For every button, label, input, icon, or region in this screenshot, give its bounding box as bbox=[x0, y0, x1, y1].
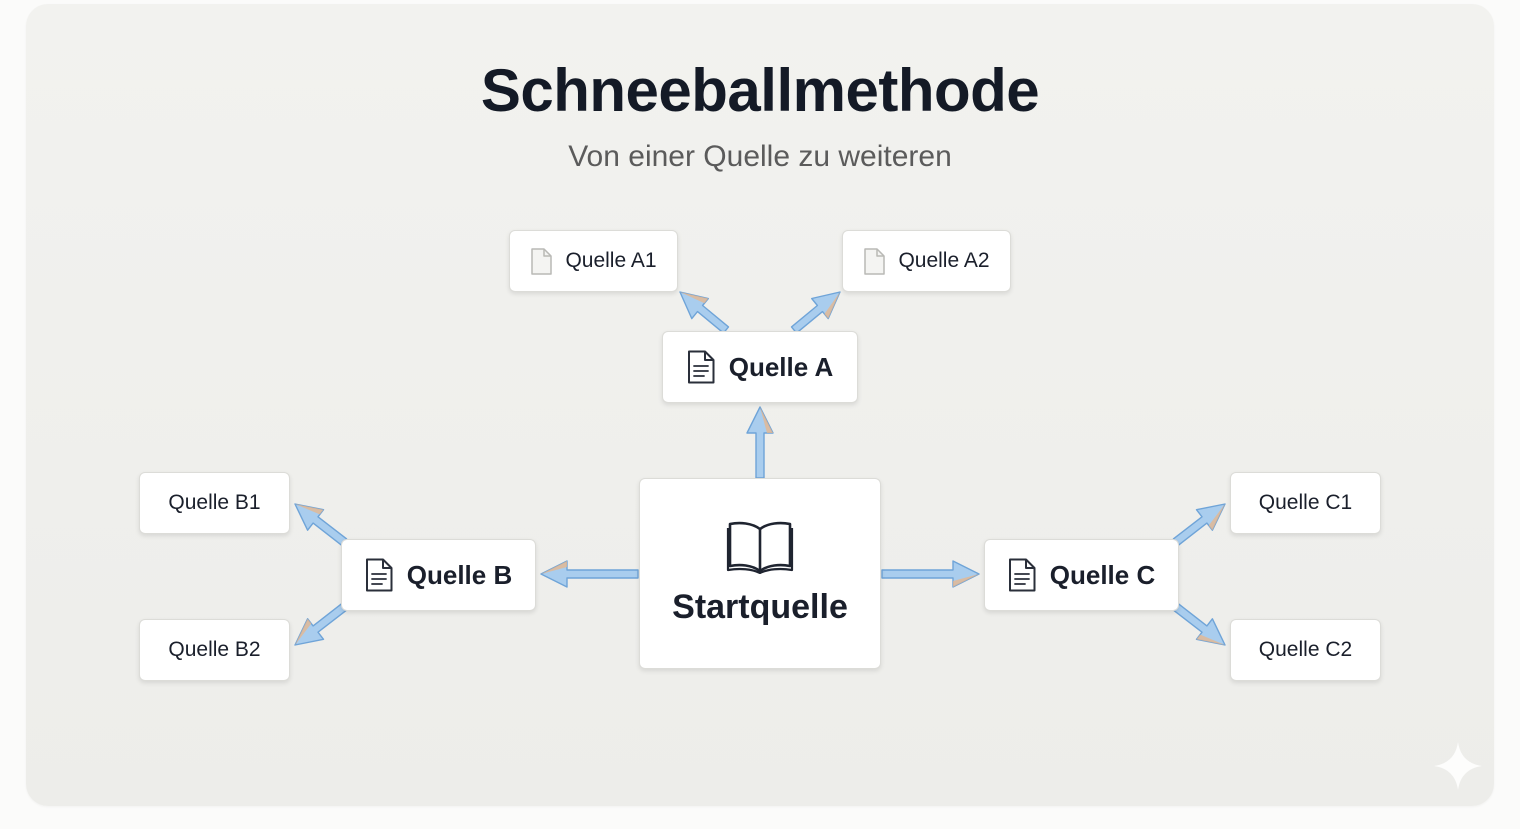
source-node-b[interactable]: Quelle B bbox=[341, 539, 536, 611]
diagram-subtitle: Von einer Quelle zu weiteren bbox=[568, 140, 952, 173]
source-node-c2[interactable]: Quelle C2 bbox=[1230, 619, 1381, 681]
blank-document-icon bbox=[531, 247, 553, 275]
source-label-b1: Quelle B1 bbox=[168, 491, 261, 514]
source-node-a[interactable]: Quelle A bbox=[662, 331, 858, 403]
start-source-label: Startquelle bbox=[672, 588, 848, 626]
source-node-a2[interactable]: Quelle A2 bbox=[842, 230, 1011, 292]
source-label-c2: Quelle C2 bbox=[1258, 638, 1353, 661]
source-label-c: Quelle C bbox=[1049, 559, 1156, 590]
source-label-b2: Quelle B2 bbox=[168, 638, 261, 661]
sparkle-icon bbox=[1434, 742, 1482, 790]
document-lines-icon bbox=[1008, 558, 1036, 592]
source-node-b2[interactable]: Quelle B2 bbox=[139, 619, 290, 681]
source-node-c1[interactable]: Quelle C1 bbox=[1230, 472, 1381, 534]
start-source-node[interactable]: Startquelle bbox=[639, 478, 881, 669]
source-node-b1[interactable]: Quelle B1 bbox=[139, 472, 290, 534]
source-label-c1: Quelle C1 bbox=[1258, 491, 1353, 514]
source-node-a1[interactable]: Quelle A1 bbox=[509, 230, 678, 292]
document-lines-icon bbox=[687, 350, 715, 384]
diagram-title: Schneeballmethode bbox=[480, 57, 1040, 124]
source-label-a2: Quelle A2 bbox=[898, 249, 990, 272]
open-book-icon bbox=[726, 521, 794, 574]
source-label-a: Quelle A bbox=[728, 351, 834, 382]
blank-document-icon bbox=[864, 247, 886, 275]
source-node-c[interactable]: Quelle C bbox=[984, 539, 1179, 611]
source-label-b: Quelle B bbox=[406, 559, 513, 590]
source-label-a1: Quelle A1 bbox=[565, 249, 657, 272]
document-lines-icon bbox=[365, 558, 393, 592]
